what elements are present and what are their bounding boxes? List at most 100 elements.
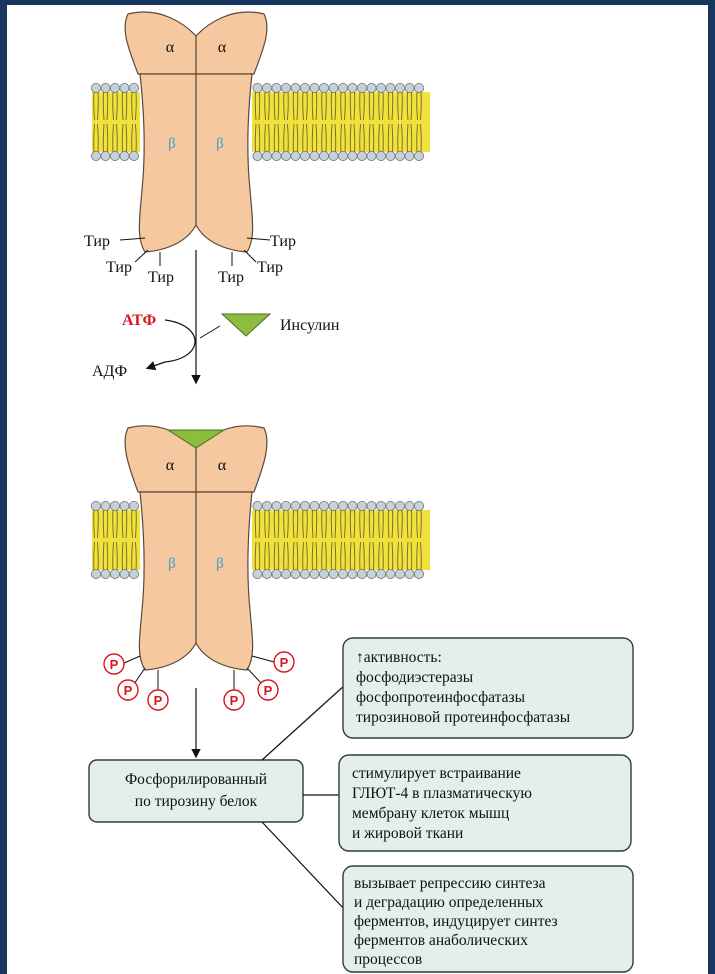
lipid-head	[357, 569, 366, 578]
lipid-head	[281, 569, 290, 578]
lipid-head	[348, 569, 357, 578]
lipid-head	[395, 83, 404, 92]
alpha-label-right-bottom: α	[218, 457, 227, 474]
lipid-head	[281, 151, 290, 160]
lipid-head	[253, 569, 262, 578]
lipid-head	[376, 569, 385, 578]
lipid-head	[253, 83, 262, 92]
phosphate-label-1: P	[110, 657, 119, 672]
lipid-head	[405, 501, 414, 510]
lipid-head	[120, 569, 129, 578]
lipid-head	[101, 83, 110, 92]
beta-label-right: β	[216, 136, 224, 152]
lipid-head	[395, 569, 404, 578]
lipid-head	[262, 83, 271, 92]
tyr-label-6: Тир	[218, 269, 244, 286]
membrane-core	[92, 92, 140, 152]
product-box	[89, 760, 303, 822]
lipid-head	[310, 151, 319, 160]
lipid-head	[300, 501, 309, 510]
lipid-head	[310, 83, 319, 92]
lipid-head	[310, 569, 319, 578]
effect-1-line-4: тирозиновой протеинфосфатазы	[356, 709, 571, 726]
lipid-head	[329, 569, 338, 578]
lipid-head	[376, 83, 385, 92]
lipid-head	[291, 501, 300, 510]
alpha-subunit-right	[196, 12, 267, 74]
lipid-head	[281, 501, 290, 510]
beta-label-left: β	[168, 136, 176, 152]
beta-label-left-bottom: β	[168, 556, 176, 572]
effect-3-line-3: ферментов, индуцирует синтез	[354, 913, 558, 930]
effect-3-line-2: и деградацию определенных	[354, 894, 544, 911]
lipid-head	[110, 151, 119, 160]
lipid-head	[129, 83, 138, 92]
lipid-head	[348, 151, 357, 160]
lipid-head	[262, 569, 271, 578]
lipid-head	[101, 569, 110, 578]
effect-1-line-1: ↑активность:	[356, 649, 442, 666]
tyr-label-5: Тир	[257, 259, 283, 276]
tyr-label-4: Тир	[270, 233, 296, 250]
alpha-subunit-left	[125, 12, 196, 74]
insulin-label: Инсулин	[280, 317, 340, 334]
effect-2-line-4: и жировой ткани	[352, 825, 463, 842]
beta-subunit-right-bottom	[196, 492, 253, 670]
beta-label-right-bottom: β	[216, 556, 224, 572]
lipid-head	[281, 83, 290, 92]
lipid-head	[91, 83, 100, 92]
lipid-head	[338, 83, 347, 92]
phosphate-label-2: P	[124, 683, 133, 698]
lipid-head	[300, 151, 309, 160]
lipid-head	[386, 569, 395, 578]
lipid-head	[338, 501, 347, 510]
lipid-head	[329, 501, 338, 510]
alpha-label-right: α	[218, 39, 227, 56]
lipid-head	[129, 151, 138, 160]
lipid-head	[262, 151, 271, 160]
effect-1-line-2: фосфодиэстеразы	[356, 669, 474, 686]
lipid-head	[272, 501, 281, 510]
lipid-head	[414, 151, 423, 160]
lipid-head	[357, 83, 366, 92]
lipid-head	[300, 83, 309, 92]
lipid-head	[110, 501, 119, 510]
atp-label: АТФ	[122, 312, 156, 329]
lipid-head	[348, 501, 357, 510]
lipid-head	[395, 151, 404, 160]
lipid-head	[367, 151, 376, 160]
receptor-bottom: α α β β	[125, 426, 267, 670]
lipid-head	[414, 83, 423, 92]
lipid-head	[310, 501, 319, 510]
phosphate-label-4: P	[280, 655, 289, 670]
lipid-head	[101, 151, 110, 160]
phosphate-groups: P P P P P P	[104, 652, 294, 710]
tyr-label-1: Тир	[84, 233, 110, 250]
adp-label: АДФ	[92, 363, 127, 380]
beta-subunit-left	[139, 74, 196, 252]
beta-subunit-left-bottom	[139, 492, 196, 670]
phosphate-label-5: P	[264, 683, 273, 698]
lipid-head	[338, 569, 347, 578]
lipid-head	[319, 501, 328, 510]
membrane-core	[92, 510, 140, 570]
lipid-head	[405, 151, 414, 160]
lipid-head	[129, 501, 138, 510]
lipid-head	[319, 83, 328, 92]
lipid-head	[120, 151, 129, 160]
alpha-label-left-bottom: α	[166, 457, 175, 474]
lipid-head	[329, 83, 338, 92]
lipid-head	[120, 501, 129, 510]
lipid-head	[376, 151, 385, 160]
lipid-head	[319, 569, 328, 578]
lipid-head	[386, 501, 395, 510]
lipid-head	[101, 501, 110, 510]
effect-1-line-3: фосфопротеинфосфатазы	[356, 689, 526, 706]
effect-2-line-1: стимулирует встраивание	[352, 765, 521, 782]
lipid-head	[414, 569, 423, 578]
lipid-head	[291, 151, 300, 160]
lipid-head	[291, 83, 300, 92]
product-line-1: Фосфорилированный	[125, 771, 267, 788]
lipid-head	[367, 83, 376, 92]
